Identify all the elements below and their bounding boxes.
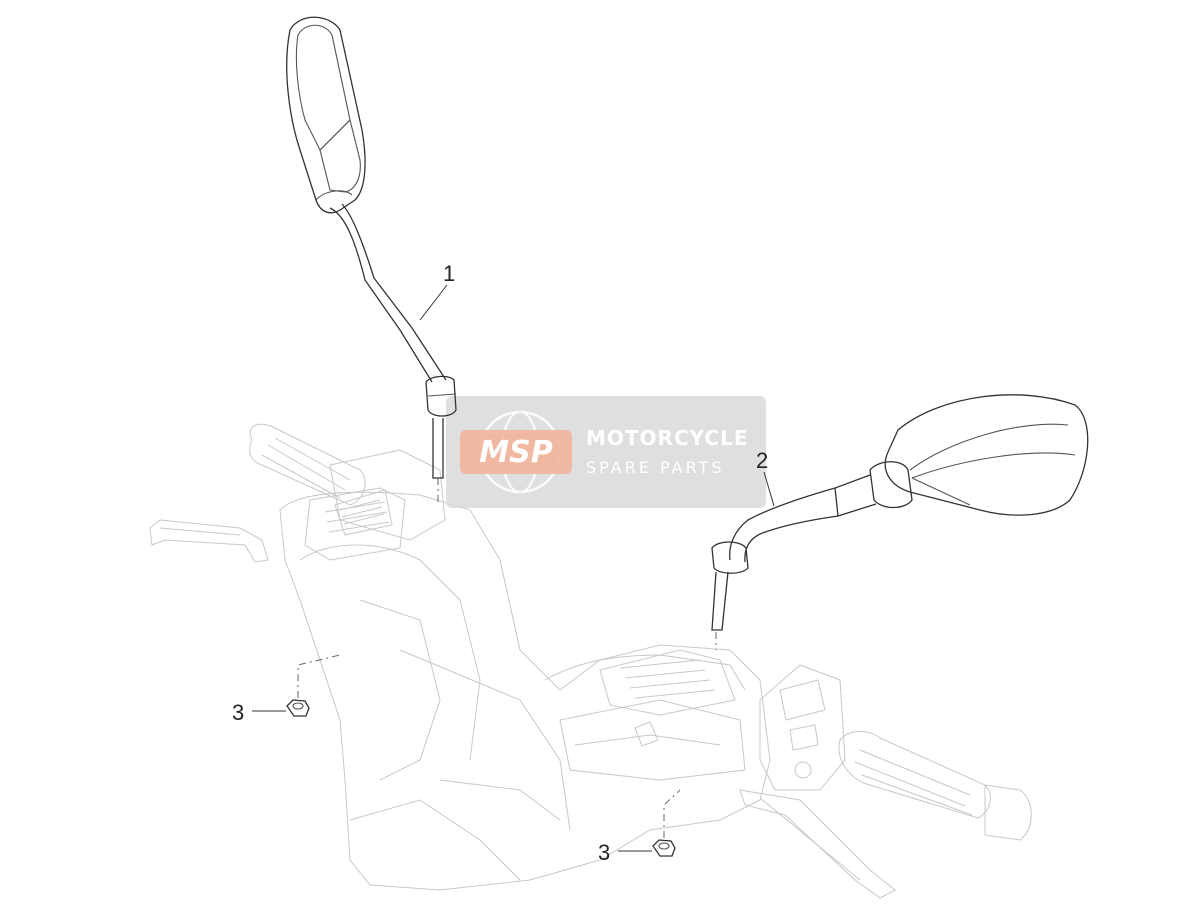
watermark-background <box>446 396 766 508</box>
left-mirror <box>286 16 457 479</box>
watermark-logo-text: MSP <box>479 435 552 470</box>
callout-label-part-3-right: 3 <box>598 840 610 865</box>
nut-left <box>286 699 310 717</box>
watermark-logo-box <box>460 430 572 474</box>
nut-right <box>652 839 676 857</box>
callout-label-part-3-left: 3 <box>232 700 244 725</box>
callout-label-part-1: 1 <box>443 261 455 286</box>
watermark-line-1: MOTORCYCLE <box>586 426 748 450</box>
callout-leaders <box>252 284 775 852</box>
alignment-lines <box>297 478 717 838</box>
callout-label-part-2: 2 <box>756 448 768 473</box>
watermark-badge: MSP MOTORCYCLE SPARE PARTS <box>446 396 766 508</box>
right-mirror <box>711 394 1089 631</box>
watermark-line-2: SPARE PARTS <box>586 458 725 477</box>
handlebar-cover-outline <box>149 423 1032 899</box>
